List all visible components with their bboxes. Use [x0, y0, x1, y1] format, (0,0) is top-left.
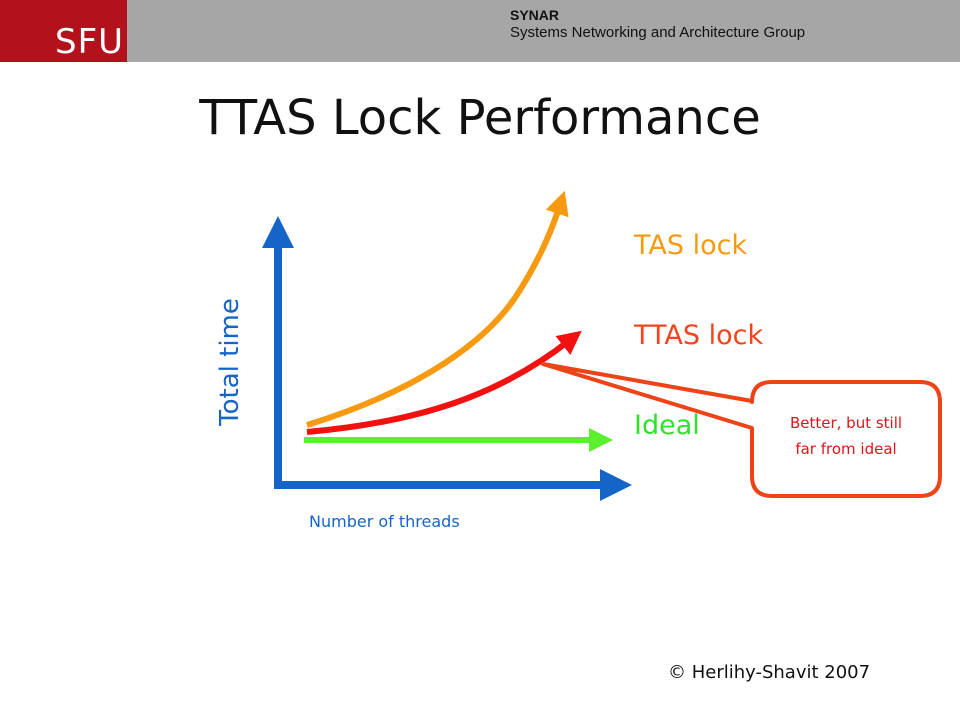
- tas-lock-label: TAS lock: [634, 230, 748, 261]
- callout-text: Better, but still far from ideal: [752, 410, 940, 462]
- logo-text: SFU: [55, 22, 125, 62]
- y-axis-label: Total time: [215, 298, 245, 426]
- ttas-curve: [306, 330, 582, 435]
- sfu-logo: SFU: [0, 0, 127, 62]
- callout-line-1: Better, but still: [789, 414, 903, 432]
- header-bar: SFU SYNAR Systems Networking and Archite…: [0, 0, 960, 62]
- ttas-lock-label: TTAS lock: [634, 320, 764, 351]
- group-name: SYNAR: [510, 7, 560, 23]
- x-axis-label: Number of threads: [309, 512, 460, 531]
- copyright: © Herlihy-Shavit 2007: [668, 662, 871, 683]
- slide-title: TTAS Lock Performance: [199, 90, 761, 146]
- tas-curve: [306, 190, 569, 428]
- ideal-label: Ideal: [634, 410, 700, 441]
- callout-bubble: [541, 362, 942, 498]
- callout-line-2: far from ideal: [795, 440, 897, 458]
- group-full-name: Systems Networking and Architecture Grou…: [510, 24, 806, 41]
